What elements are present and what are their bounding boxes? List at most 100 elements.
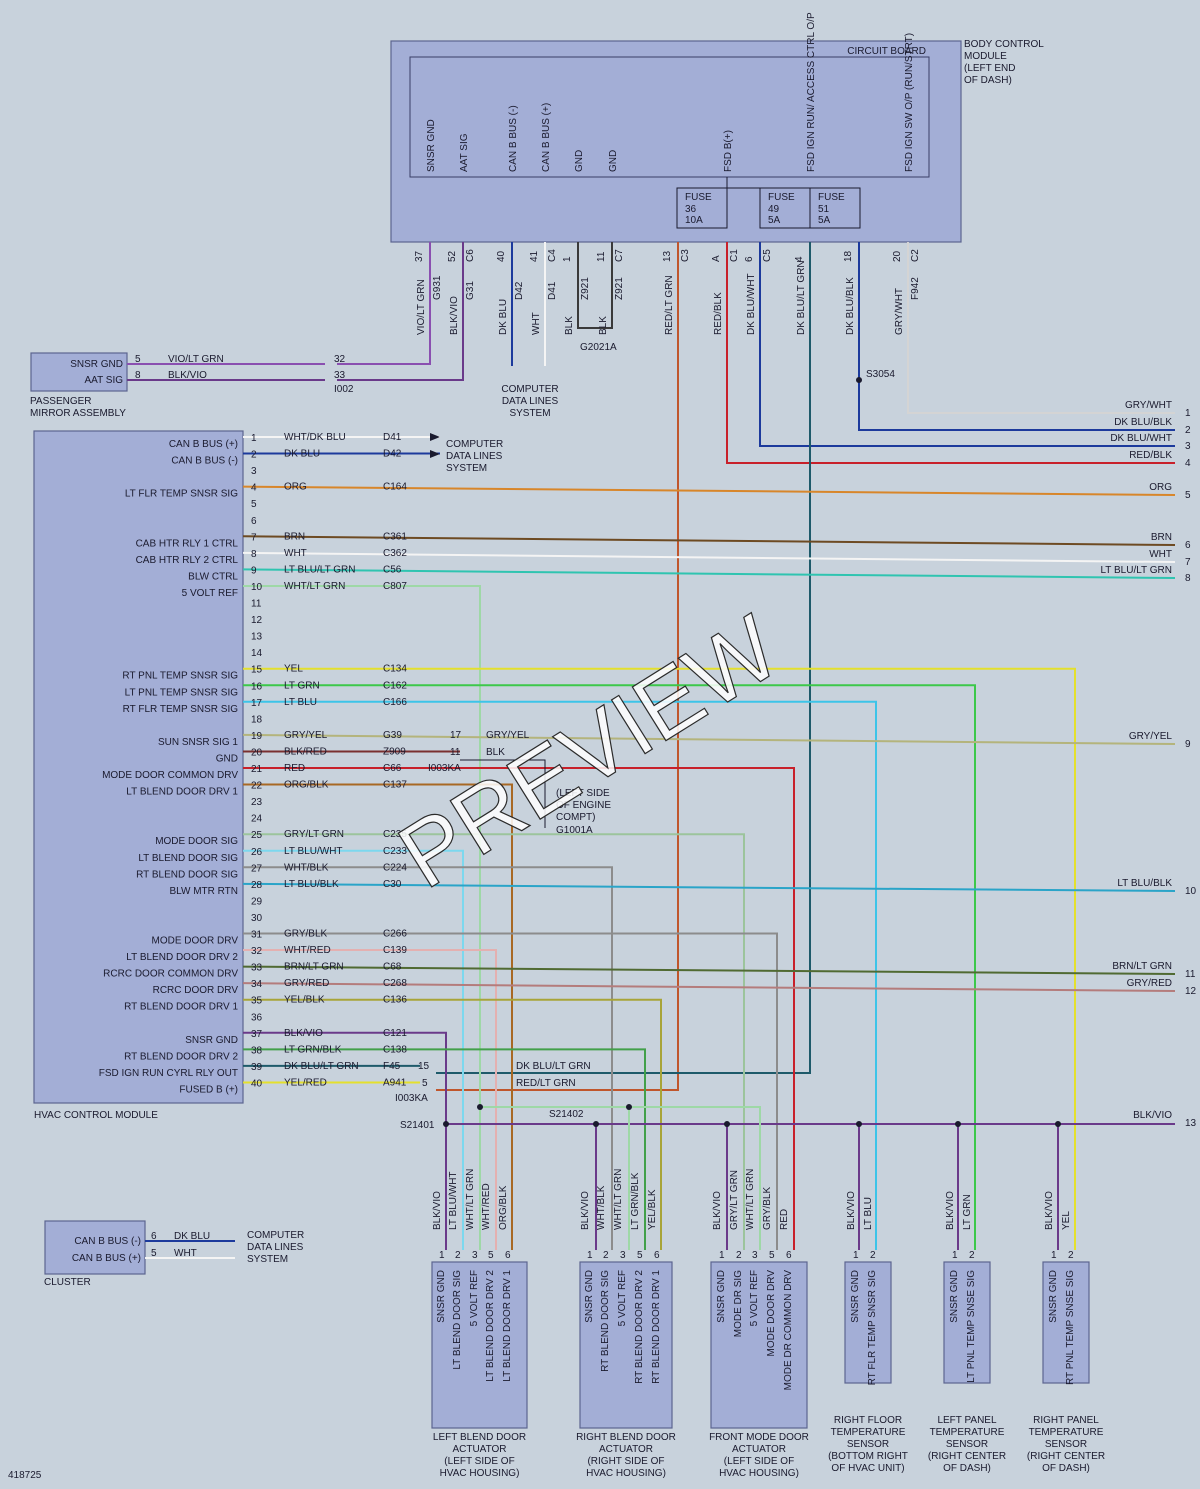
wire-hvac-pin-9 <box>242 568 1176 579</box>
hvac-circuit-id: C136 <box>383 995 407 1006</box>
actuator-box <box>431 1261 528 1429</box>
hvac-pin-number: 15 <box>251 665 263 676</box>
actuator-pin-label: RT PNL TEMP SNSE SIG <box>1065 1270 1076 1385</box>
hvac-wire-color: WHT/RED <box>284 945 331 956</box>
wire-hvac-pin-31 <box>243 932 778 1250</box>
hvac-wire-color: DK BLU <box>284 449 320 460</box>
hvac-circuit-id: F45 <box>383 1061 401 1072</box>
hvac-circuit-id: Z909 <box>383 746 406 757</box>
wire-hvac-pin-27 <box>243 866 613 1250</box>
wire-hvac-pin-17 <box>243 700 877 1250</box>
hvac-pin-number: 23 <box>251 797 263 808</box>
actuator-title-line: SENSOR <box>1045 1439 1087 1450</box>
hvac-pin-label: MODE DOOR COMMON DRV <box>102 770 238 781</box>
hvac-circuit-id: C66 <box>383 763 402 774</box>
bcm-pin-label: SNSR GND <box>426 119 437 172</box>
bcm-wire-color: RED/LT GRN <box>664 275 675 335</box>
inline-a-pin: 11 <box>450 747 461 758</box>
wire-5v-ref-branch <box>629 1106 761 1250</box>
bcm-wire-color: DK BLU <box>498 299 509 335</box>
hvac-wire-color: BRN <box>284 531 305 542</box>
wire-hvac-pin-34 <box>242 982 1176 992</box>
figure-id: 418725 <box>8 1470 42 1481</box>
bcm-pin-label: CAN B BUS (-) <box>508 105 519 172</box>
actuator-title-line: (BOTTOM RIGHT <box>828 1451 908 1462</box>
hvac-wire-color: BLK/VIO <box>284 1028 323 1039</box>
actuator-title-line: TEMPERATURE <box>930 1427 1005 1438</box>
ground-wire <box>460 759 546 828</box>
inline-a-color: BLK <box>486 747 505 758</box>
hvac-pin-number: 28 <box>251 880 263 891</box>
hvac-pin-label: LT FLR TEMP SNSR SIG <box>125 489 238 500</box>
actuator-wire-color: BLK/VIO <box>945 1191 956 1230</box>
cluster-title: CLUSTER <box>44 1277 91 1288</box>
hvac-pin-number: 20 <box>251 747 263 758</box>
actuator-wire-color: LT BLU/WHT <box>448 1171 459 1230</box>
hvac-pin-number: 40 <box>251 1078 263 1089</box>
wire-hvac-pin-26 <box>243 849 464 1250</box>
actuator-pin-label: 5 VOLT REF <box>749 1270 760 1326</box>
actuator-pin-number: 3 <box>472 1250 478 1261</box>
hvac-pin-label: BLW MTR RTN <box>169 886 238 897</box>
wires <box>127 242 1176 1259</box>
wire-hvac-pin-15 <box>243 667 1076 1250</box>
actuator-wire-color: BLK/VIO <box>846 1191 857 1230</box>
hvac-pin-number: 25 <box>251 830 263 841</box>
hvac-pin-label: CAB HTR RLY 1 CTRL <box>136 538 239 549</box>
bcm-circuit-id: D41 <box>547 281 558 300</box>
bcm-circuit-id: Z921 <box>580 277 591 300</box>
right-edge-wire-color: WHT <box>1149 549 1172 560</box>
actuator-wire-color: LT BLU <box>863 1197 874 1230</box>
hvac-wire-color: YEL/RED <box>284 1077 327 1088</box>
mirror-pin-number: 8 <box>135 370 141 381</box>
actuator-title-line: FRONT MODE DOOR <box>709 1432 809 1443</box>
hvac-pin-number: 33 <box>251 963 263 974</box>
actuator-title-line: HVAC HOUSING) <box>586 1468 666 1479</box>
actuator-pin-label: SNSR GND <box>1048 1270 1059 1323</box>
actuator-title-line: HVAC HOUSING) <box>719 1468 799 1479</box>
hvac-pin-number: 8 <box>251 549 257 560</box>
bcm-circuit-id: G31 <box>465 281 476 300</box>
bcm-wire-color: WHT <box>531 312 542 335</box>
actuator-title-line: RIGHT BLEND DOOR <box>576 1432 676 1443</box>
hvac-circuit-id: C68 <box>383 962 402 973</box>
actuator-pin-number: 5 <box>637 1250 643 1261</box>
actuator-wire-color: ORG/BLK <box>498 1185 509 1230</box>
right-edge-ref-number: 13 <box>1185 1118 1197 1129</box>
hvac-wire-color: GRY/BLK <box>284 929 327 940</box>
actuator-pin-label: RT FLR TEMP SNSR SIG <box>867 1270 878 1386</box>
bcm-title-line: OF DASH) <box>964 75 1012 86</box>
hvac-wire-color: YEL/BLK <box>284 995 325 1006</box>
mirror-inline-pin: 33 <box>334 370 346 381</box>
actuator-wire-color: LT GRN/BLK <box>630 1172 641 1230</box>
right-edge-ref-number: 8 <box>1185 573 1191 584</box>
wire-hvac-pin-4 <box>242 485 1176 496</box>
hvac-circuit-id: C162 <box>383 680 407 691</box>
wire-hvac-pin-8 <box>242 551 1176 563</box>
hvac-pin-label: 5 VOLT REF <box>182 588 238 599</box>
hvac-pin-number: 26 <box>251 847 263 858</box>
hvac-box <box>33 430 244 1104</box>
actuator-pin-number: 1 <box>719 1250 725 1261</box>
mirror-wire-color: BLK/VIO <box>168 370 207 381</box>
hvac-pin-number: 39 <box>251 1062 263 1073</box>
actuator-pin-label: LT BLEND DOOR DRV 1 <box>502 1270 513 1382</box>
actuator-wire-color: LT GRN <box>962 1194 973 1230</box>
right-edge-ref-number: 3 <box>1185 441 1191 452</box>
hvac-wire-color: GRY/LT GRN <box>284 829 344 840</box>
actuator-title-line: SENSOR <box>847 1439 889 1450</box>
hvac-pin-label: LT BLEND DOOR DRV 1 <box>126 787 238 798</box>
bcm-wire-color: VIO/LT GRN <box>416 279 427 335</box>
splice-s21402-b <box>626 1104 632 1110</box>
right-edge-wire-color: ORG <box>1149 482 1172 493</box>
inline-b-pin: 15 <box>418 1061 430 1072</box>
bcm-pin-number: 18 <box>843 250 854 262</box>
actuator-wire-color: YEL <box>1061 1211 1072 1230</box>
right-edge-ref-number: 6 <box>1185 540 1191 551</box>
hvac-wire-color: ORG/BLK <box>284 780 329 791</box>
wire-hvac-pin-38 <box>243 1048 646 1250</box>
wire-dk-blu-blk <box>858 242 1175 431</box>
hvac-circuit-id: G39 <box>383 730 402 741</box>
hvac-pin-number: 3 <box>251 466 257 477</box>
wire-hvac-pin-37 <box>243 1031 447 1124</box>
